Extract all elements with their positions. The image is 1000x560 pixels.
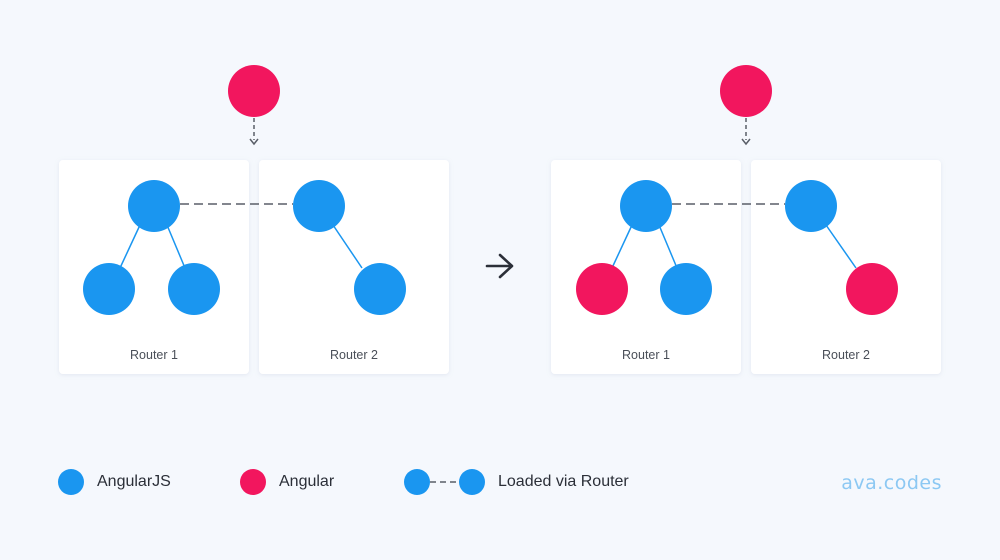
legend-angular-swatch xyxy=(240,469,266,495)
before-router2-label: Router 2 xyxy=(330,348,378,362)
after-router1-left-child xyxy=(576,263,628,315)
load-arrow-head xyxy=(741,138,751,146)
tree-edge xyxy=(658,224,678,269)
legend-router-swatch-left xyxy=(404,469,430,495)
before-router2-child xyxy=(354,263,406,315)
before-router1-label: Router 1 xyxy=(130,348,178,362)
router2-panel xyxy=(259,160,449,374)
arrow-right-icon xyxy=(485,253,514,279)
before-router1-right-child xyxy=(168,263,220,315)
before-top-node xyxy=(228,65,280,117)
tree-edge xyxy=(119,224,141,269)
tree-edge xyxy=(332,224,363,269)
after-router1-right-child xyxy=(660,263,712,315)
before-router1-root xyxy=(128,180,180,232)
before-router2-root xyxy=(293,180,345,232)
before-router1-left-child xyxy=(83,263,135,315)
after-router2-child xyxy=(846,263,898,315)
router1-panel xyxy=(59,160,249,374)
legend xyxy=(58,469,485,495)
tree-edge xyxy=(166,224,186,269)
router1-panel xyxy=(551,160,741,374)
tree-edge xyxy=(825,224,857,269)
load-arrow-head xyxy=(249,138,259,146)
legend-loaded-via-router-label: Loaded via Router xyxy=(498,473,629,490)
after-state: Router 1 Router 2 xyxy=(551,65,941,374)
legend-angularjs-label: AngularJS xyxy=(97,473,171,490)
before-state: Router 1 Router 2 xyxy=(59,65,449,374)
legend-router-swatch-right xyxy=(459,469,485,495)
after-router2-root xyxy=(785,180,837,232)
after-router2-label: Router 2 xyxy=(822,348,870,362)
router2-panel xyxy=(751,160,941,374)
after-router1-root xyxy=(620,180,672,232)
legend-angular-label: Angular xyxy=(279,473,335,490)
after-router1-label: Router 1 xyxy=(622,348,670,362)
after-top-node xyxy=(720,65,772,117)
legend-angularjs-swatch xyxy=(58,469,84,495)
tree-edge xyxy=(611,224,633,269)
brand-logo-text: ava.codes xyxy=(841,472,942,494)
